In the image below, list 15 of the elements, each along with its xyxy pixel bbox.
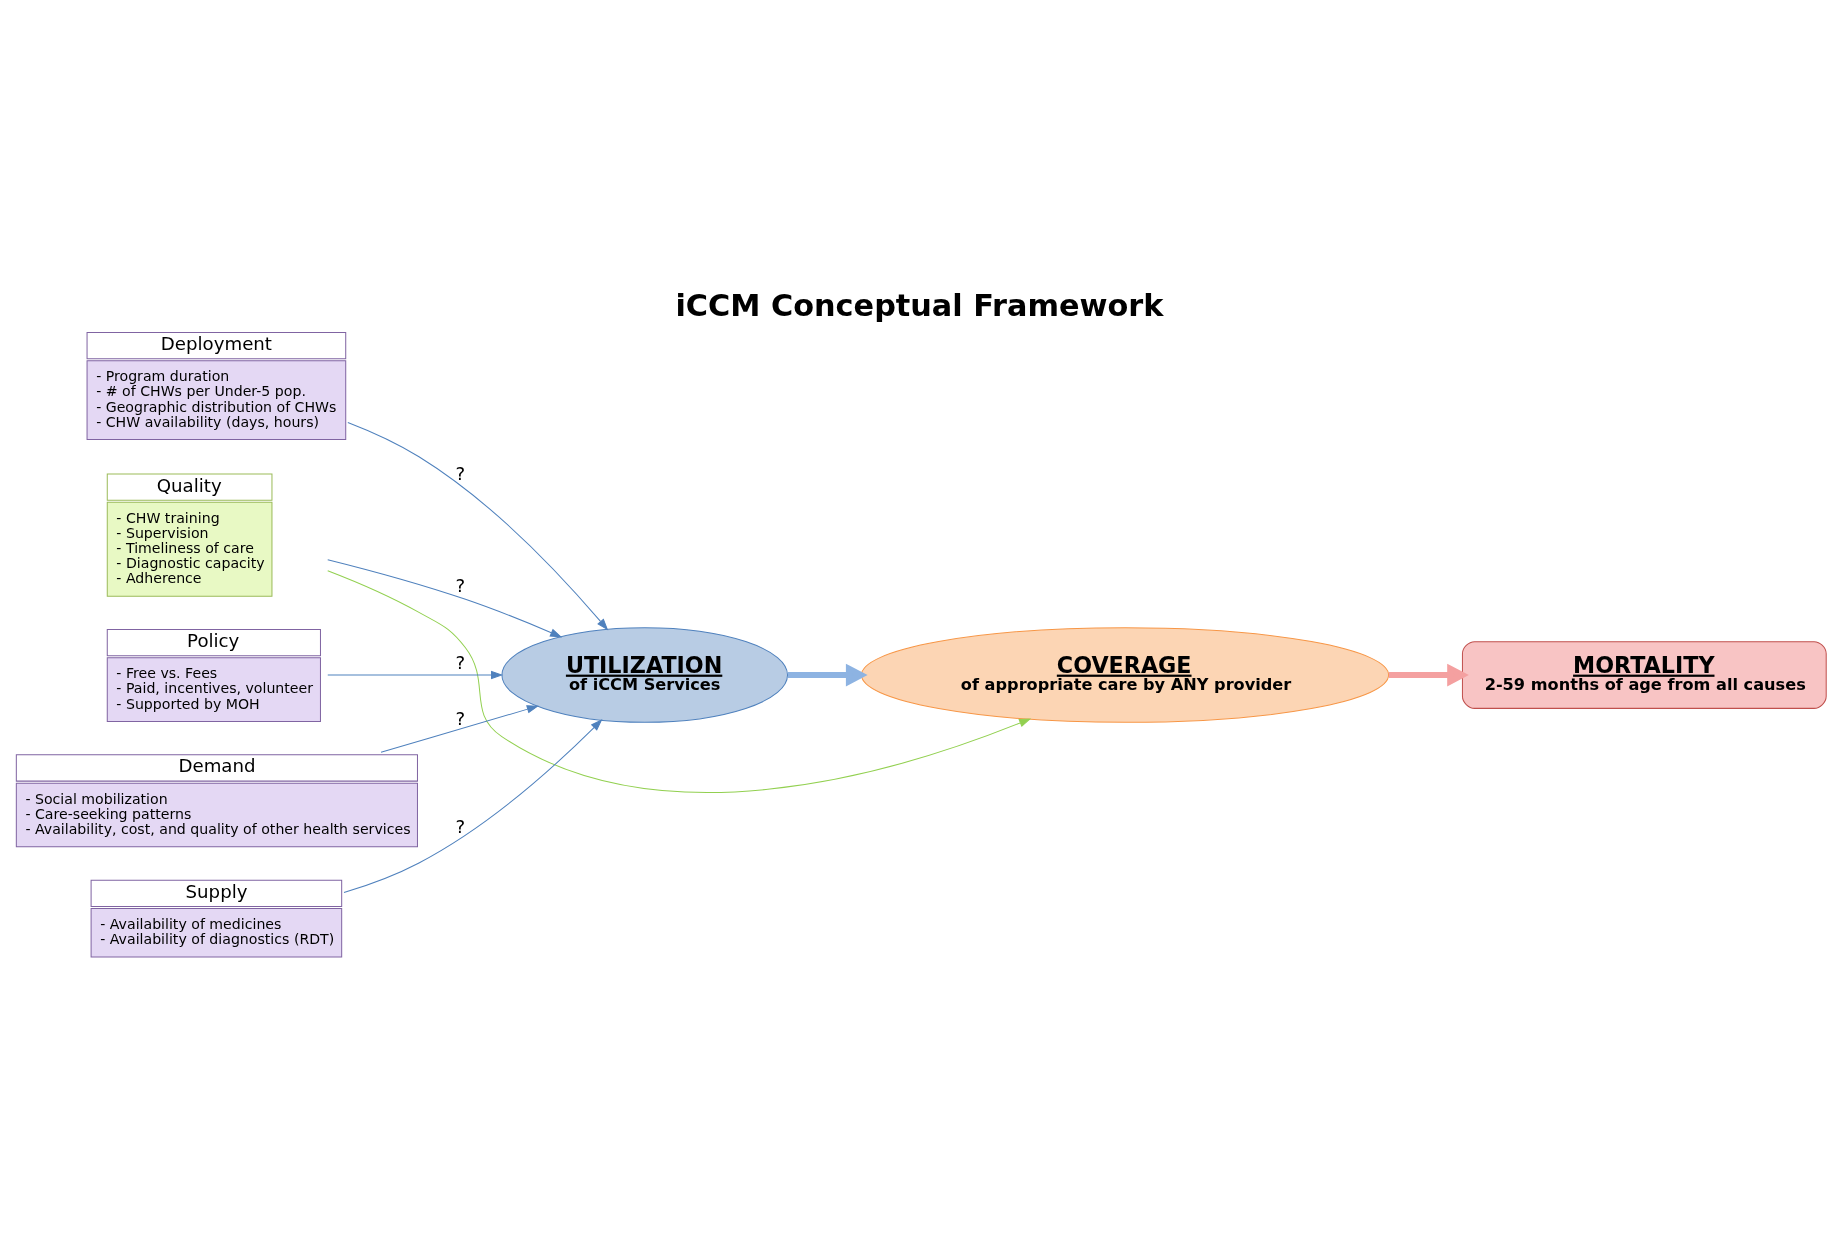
arrow [326, 558, 562, 637]
arrow [787, 663, 868, 686]
edge-label: ? [455, 462, 465, 484]
diagram-title: iCCM Conceptual Framework [674, 287, 1163, 323]
node-ellipse: COVERAGE of appropriate care by ANY provider [860, 626, 1389, 723]
arrow [1388, 663, 1469, 686]
arrow [380, 704, 539, 753]
edge-label: ? [455, 651, 465, 673]
node-box: MORTALITY 2-59 months of age from all causes [1461, 640, 1827, 709]
arrow [326, 569, 1031, 793]
edge-label: ? [455, 707, 465, 729]
edge-label: ? [455, 815, 465, 837]
arrow [326, 670, 503, 679]
edge-label: ? [455, 574, 465, 596]
arrow [346, 421, 608, 631]
